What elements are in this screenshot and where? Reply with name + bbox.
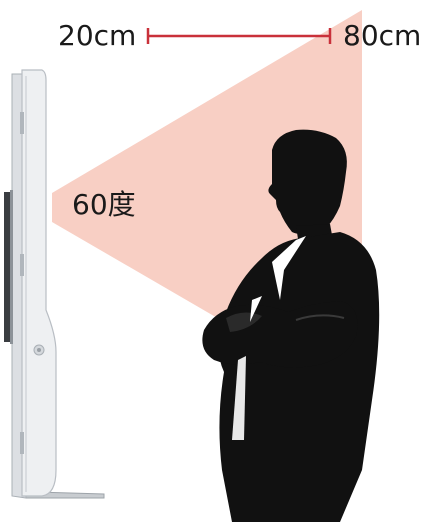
- person-arms: [202, 301, 358, 368]
- kiosk-hinge: [20, 254, 24, 276]
- near-distance-label: 20cm: [58, 19, 137, 52]
- kiosk-screen-edge: [4, 192, 10, 342]
- shirt-collar: [272, 236, 306, 300]
- person-silhouette: [202, 129, 380, 522]
- view-angle-label: 60度: [72, 188, 136, 221]
- range-bar: [146, 28, 332, 44]
- shirt-cuff: [232, 356, 246, 440]
- kiosk-body: [21, 69, 57, 497]
- kiosk-hinge: [20, 432, 24, 454]
- person-head: [268, 129, 347, 234]
- kiosk-device: [4, 69, 105, 499]
- kiosk-hinge: [20, 112, 24, 134]
- far-distance-label: 80cm: [343, 19, 422, 52]
